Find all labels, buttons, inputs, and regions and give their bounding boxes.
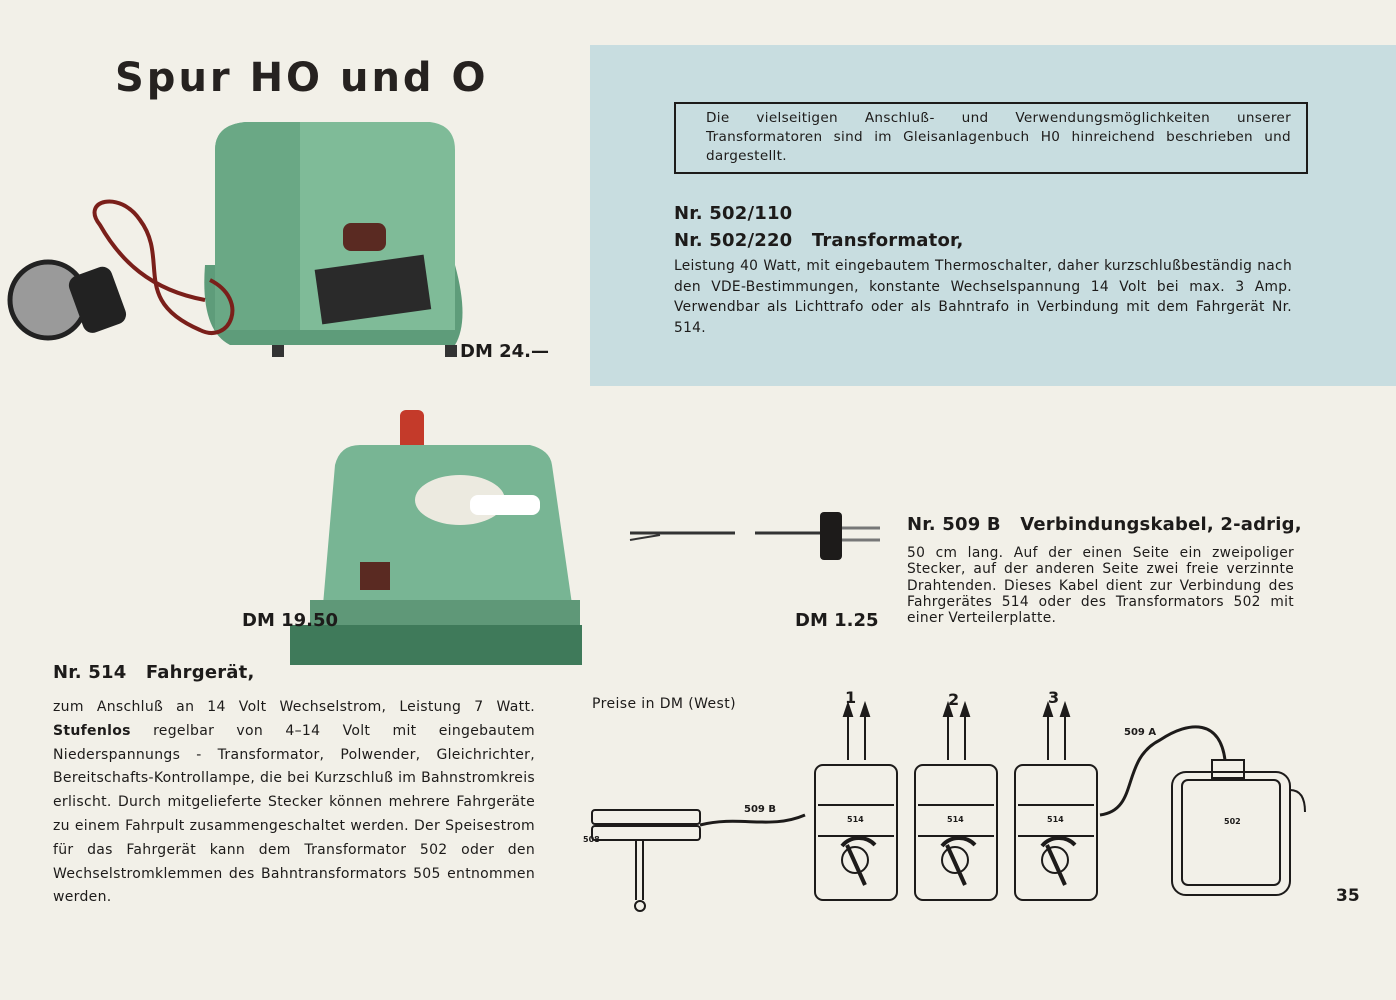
kabel-number: Nr. 509 B bbox=[907, 514, 1001, 535]
transformator-price: DM 24.— bbox=[460, 341, 550, 362]
device-label: 514 bbox=[847, 815, 864, 824]
output-label-2: 2 bbox=[948, 690, 959, 709]
info-note-box: Die vielseitigen Anschluß- und Verwendun… bbox=[674, 102, 1308, 174]
output-label-1: 1 bbox=[845, 688, 856, 707]
kabel-price: DM 1.25 bbox=[795, 610, 879, 631]
cable-509b-label: 509 B bbox=[744, 804, 776, 815]
fahrgeraet-heading: Nr. 514 Fahrgerät, bbox=[53, 662, 255, 683]
kabel-name: Verbindungskabel, 2-adrig, bbox=[1020, 514, 1302, 535]
transformer-502-image bbox=[7, 122, 463, 357]
cable-509a-label: 509 A bbox=[1124, 727, 1156, 738]
page-number: 35 bbox=[1336, 886, 1360, 906]
fahrgeraet-lead: zum Anschluß an 14 Volt Wechselstrom, Le… bbox=[53, 699, 535, 715]
info-panel-background bbox=[590, 45, 1396, 386]
plate-508-label: 508 bbox=[583, 835, 600, 844]
fahrgeraet-price: DM 19.50 bbox=[242, 610, 339, 631]
transformer-502-label: 502 bbox=[1224, 817, 1241, 826]
device-label: 514 bbox=[947, 815, 964, 824]
device-label: 514 bbox=[1047, 815, 1064, 824]
transformator-number-220: Nr. 502/220 bbox=[674, 230, 793, 251]
output-label-3: 3 bbox=[1048, 688, 1059, 707]
fahrgeraet-description: zum Anschluß an 14 Volt Wechselstrom, Le… bbox=[53, 696, 535, 910]
transformator-name: Transformator, bbox=[811, 230, 964, 251]
fahrgeraet-name: Fahrgerät, bbox=[145, 662, 255, 683]
cable-509b-image bbox=[629, 512, 880, 560]
transformator-heading: Nr. 502/220 Transformator, bbox=[674, 230, 963, 251]
fahrgeraet-text: regelbar von 4–14 Volt mit eingebautem N… bbox=[53, 722, 535, 906]
kabel-heading: Nr. 509 B Verbindungskabel, 2-adrig, bbox=[907, 514, 1302, 535]
wiring-diagram bbox=[591, 700, 1306, 912]
transformator-description: Leistung 40 Watt, mit eingebautem Thermo… bbox=[674, 258, 1292, 337]
page-title: Spur HO und O bbox=[115, 55, 489, 101]
transformator-number-110: Nr. 502/110 bbox=[674, 203, 793, 224]
fahrgeraet-514-image bbox=[290, 410, 582, 665]
fahrgeraet-number: Nr. 514 bbox=[53, 662, 127, 683]
kabel-description: 50 cm lang. Auf der einen Seite ein zwei… bbox=[907, 545, 1294, 627]
prices-note: Preise in DM (West) bbox=[592, 696, 736, 712]
fahrgeraet-stufenlos: Stufenlos bbox=[53, 722, 131, 739]
